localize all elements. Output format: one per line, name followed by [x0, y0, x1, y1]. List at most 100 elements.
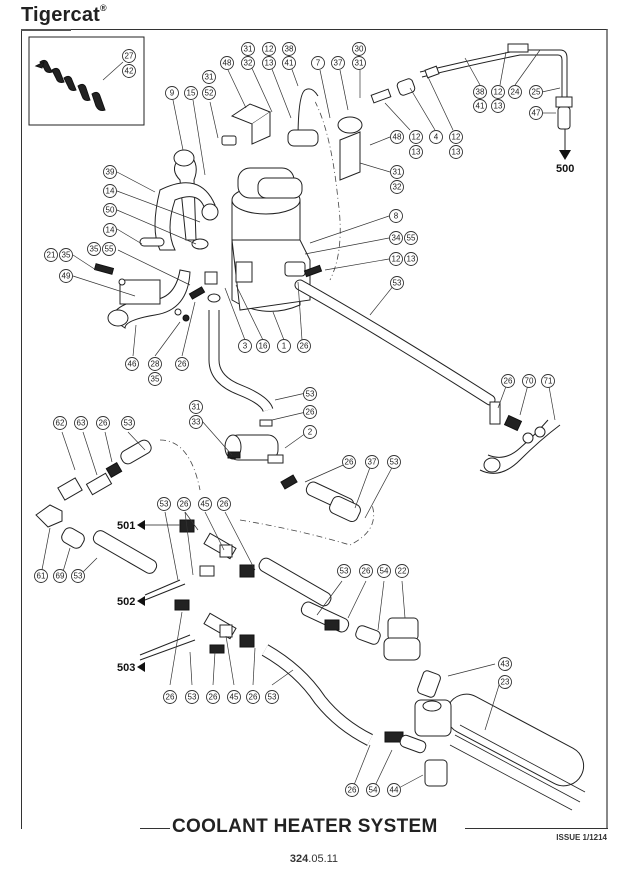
svg-text:31: 31 [192, 403, 201, 412]
svg-text:26: 26 [178, 360, 187, 369]
svg-text:26: 26 [348, 786, 357, 795]
svg-text:26: 26 [504, 377, 513, 386]
callout-23: 23 [498, 675, 512, 689]
registered-mark: ® [100, 3, 107, 14]
svg-text:48: 48 [393, 133, 402, 142]
svg-text:8: 8 [394, 212, 399, 221]
svg-text:44: 44 [390, 786, 399, 795]
callout-31: 31 [241, 42, 255, 56]
callout-26: 26 [359, 564, 373, 578]
svg-text:9: 9 [170, 89, 175, 98]
svg-text:52: 52 [205, 89, 214, 98]
callout-26: 26 [501, 374, 515, 388]
svg-text:53: 53 [390, 458, 399, 467]
svg-text:28: 28 [151, 360, 160, 369]
callout-31: 31 [390, 165, 404, 179]
svg-text:7: 7 [316, 59, 321, 68]
callout-15: 15 [184, 86, 198, 100]
svg-text:25: 25 [532, 88, 541, 97]
svg-text:32: 32 [393, 183, 402, 192]
svg-text:3: 3 [243, 342, 248, 351]
svg-text:26: 26 [300, 342, 309, 351]
callout-12: 12 [449, 130, 463, 144]
svg-text:34: 34 [392, 234, 401, 243]
svg-text:13: 13 [494, 102, 503, 111]
flow-arrow-500 [559, 150, 571, 160]
callout-12: 12 [389, 252, 403, 266]
callout-48: 48 [220, 56, 234, 70]
callout-53: 53 [387, 455, 401, 469]
svg-text:43: 43 [501, 660, 510, 669]
svg-text:26: 26 [209, 693, 218, 702]
callout-71: 71 [541, 374, 555, 388]
svg-text:15: 15 [187, 89, 196, 98]
svg-text:31: 31 [355, 59, 364, 68]
callout-53: 53 [337, 564, 351, 578]
callout-31: 31 [352, 56, 366, 70]
callout-35: 35 [148, 372, 162, 386]
callout-37: 37 [365, 455, 379, 469]
callout-41: 41 [473, 99, 487, 113]
callout-13: 13 [404, 252, 418, 266]
svg-text:26: 26 [345, 458, 354, 467]
callout-55: 55 [404, 231, 418, 245]
callout-13: 13 [262, 56, 276, 70]
hardware [93, 263, 323, 322]
svg-text:55: 55 [407, 234, 416, 243]
callout-53: 53 [121, 416, 135, 430]
svg-text:53: 53 [393, 279, 402, 288]
callout-33: 33 [189, 415, 203, 429]
callout-55: 55 [102, 242, 116, 256]
svg-text:27: 27 [125, 52, 134, 61]
svg-text:48: 48 [223, 59, 232, 68]
callout-14: 14 [103, 184, 117, 198]
callout-31: 31 [189, 400, 203, 414]
callout-35: 35 [87, 242, 101, 256]
callout-61: 61 [34, 569, 48, 583]
svg-text:16: 16 [259, 342, 268, 351]
callout-39: 39 [103, 165, 117, 179]
svg-text:14: 14 [106, 187, 115, 196]
page-number: 324.05.11 [0, 853, 628, 865]
svg-text:47: 47 [532, 109, 541, 118]
svg-text:54: 54 [380, 567, 389, 576]
callout-48: 48 [390, 130, 404, 144]
callout-45: 45 [227, 690, 241, 704]
svg-text:12: 12 [452, 133, 461, 142]
svg-text:45: 45 [201, 500, 210, 509]
shutoff-valve [224, 419, 361, 523]
callout-24: 24 [508, 85, 522, 99]
svg-text:53: 53 [268, 693, 277, 702]
coolant-hoses [208, 279, 561, 474]
svg-text:13: 13 [452, 148, 461, 157]
callout-12: 12 [262, 42, 276, 56]
flow-ref-501: 501 [117, 520, 135, 532]
callout-12: 12 [409, 130, 423, 144]
solenoid-valve [300, 601, 441, 698]
svg-text:13: 13 [412, 148, 421, 157]
callout-69: 69 [53, 569, 67, 583]
callout-1: 1 [277, 339, 291, 353]
dashed-lines [159, 89, 375, 546]
callout-49: 49 [59, 269, 73, 283]
callout-2: 2 [303, 425, 317, 439]
frame-accent [21, 29, 71, 31]
svg-text:4: 4 [434, 133, 439, 142]
svg-text:53: 53 [124, 419, 133, 428]
callout-26: 26 [175, 357, 189, 371]
callout-7: 7 [311, 56, 325, 70]
callout-53: 53 [185, 690, 199, 704]
callout-26: 26 [217, 497, 231, 511]
callout-26: 26 [246, 690, 260, 704]
diagram-title: COOLANT HEATER SYSTEM [172, 816, 438, 837]
svg-text:30: 30 [355, 45, 364, 54]
callout-13: 13 [449, 145, 463, 159]
callout-53: 53 [71, 569, 85, 583]
svg-text:63: 63 [77, 419, 86, 428]
callout-8: 8 [389, 209, 403, 223]
callout-70: 70 [522, 374, 536, 388]
callout-53: 53 [303, 387, 317, 401]
callout-3: 3 [238, 339, 252, 353]
svg-text:71: 71 [544, 377, 553, 386]
callout-22: 22 [395, 564, 409, 578]
